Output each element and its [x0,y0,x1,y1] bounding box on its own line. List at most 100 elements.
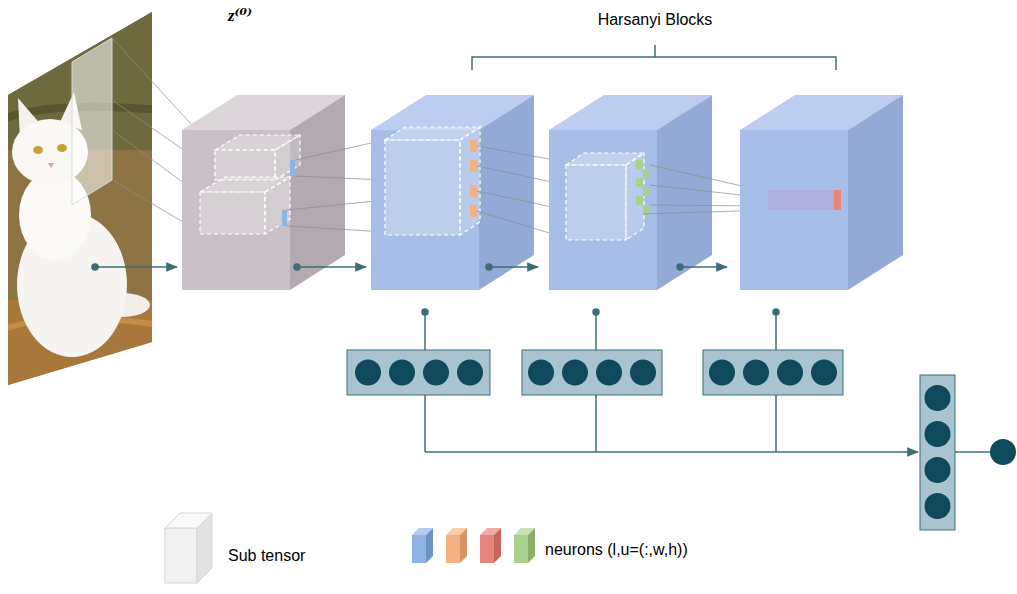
sub-tensor [200,135,300,234]
vector-unit [355,360,381,386]
vector-unit [925,457,951,483]
neuron [470,160,477,172]
vector-unit [596,360,622,386]
neuron [470,140,477,152]
cube-front [549,130,657,290]
arrow-dot [486,264,492,270]
vector-unit [925,421,951,447]
tap-dot [422,309,428,315]
sub-tensor-side [265,177,290,234]
flow-arrow [95,266,177,268]
tensor-box: z⁽⁰⁾ [182,95,345,290]
cube-front [165,528,197,583]
neuron-side [528,528,535,563]
vector-unit [709,360,735,386]
neuron [282,210,287,226]
cat-photo [0,0,160,400]
sub-tensor [768,190,834,210]
sub-tensor [566,153,644,240]
neuron [643,187,650,196]
tap-dot [593,309,599,315]
sub-tensor-front [385,140,460,235]
merge-line [425,451,918,453]
vector-unit [423,360,449,386]
merge-line [424,395,426,452]
vector-bar [703,350,843,395]
flow-arrow [489,266,538,268]
vector-unit [457,360,483,386]
output-unit [990,439,1016,465]
legend-entry: Sub tensor [228,546,305,565]
cube-front [740,130,848,290]
bracket [472,45,836,70]
neuron [643,205,650,214]
neurons [636,160,650,214]
feature-vector [522,350,662,395]
flow-arrow [297,266,366,268]
merge-lines [425,395,918,452]
neuron [834,190,841,210]
cube-side [290,95,345,290]
neuron-front [412,535,426,563]
neuron [643,169,650,178]
flow-arrow [680,266,727,268]
projection-lines [287,140,385,232]
tensor-label: z⁽⁰⁾ [228,6,252,26]
concat-vector [920,375,955,530]
harsanyi-block [740,95,903,290]
sub-tensor-side [275,135,300,180]
cube-side [479,95,534,290]
tap-lines [422,309,779,350]
arrow-dot [294,264,300,270]
group-label: Harsanyi Blocks [598,10,713,29]
tap-line [775,312,777,350]
neuron [470,205,477,217]
input-tensor [182,95,345,290]
neuron-side [460,528,467,563]
vector-bar [522,350,662,395]
vector-unit [389,360,415,386]
sub-tensor-front [215,150,275,180]
neuron-front [514,535,528,563]
cat-eye [57,144,67,152]
vector-unit [528,360,554,386]
neuron-side [494,528,501,563]
photo-ground [0,0,160,400]
feature-vector [703,350,843,395]
sub-tensor-front [200,192,265,234]
vector-unit [777,360,803,386]
vector-unit [743,360,769,386]
vector-unit [925,493,951,519]
vector-unit [925,385,951,411]
harsanyi-block [549,95,712,290]
sub-tensor-front [566,165,626,240]
output-line [955,451,990,453]
neuron [636,196,643,205]
legend-neuron-samples [412,528,535,563]
merge-line [775,395,777,452]
feature-vector [347,350,490,395]
arrow-dot [677,264,683,270]
vector-bar [920,375,955,530]
neuron [636,178,643,187]
neuron [470,185,477,197]
neuron-front [446,535,460,563]
sub-tensor [385,127,480,235]
vector-bar [347,350,490,395]
neuron [290,160,295,176]
sub-tensor-side [460,127,480,235]
cube-side [197,513,212,583]
projection-line [287,200,385,210]
tap-line [424,312,426,350]
cube-side [848,95,903,290]
cube-side [657,95,712,290]
cat-eye [33,146,43,154]
image-patch [72,38,112,205]
cube-front [182,130,290,290]
tap-dot [773,309,779,315]
projection-line [287,226,385,232]
neuron-side [426,528,433,563]
neuron-front [480,535,494,563]
